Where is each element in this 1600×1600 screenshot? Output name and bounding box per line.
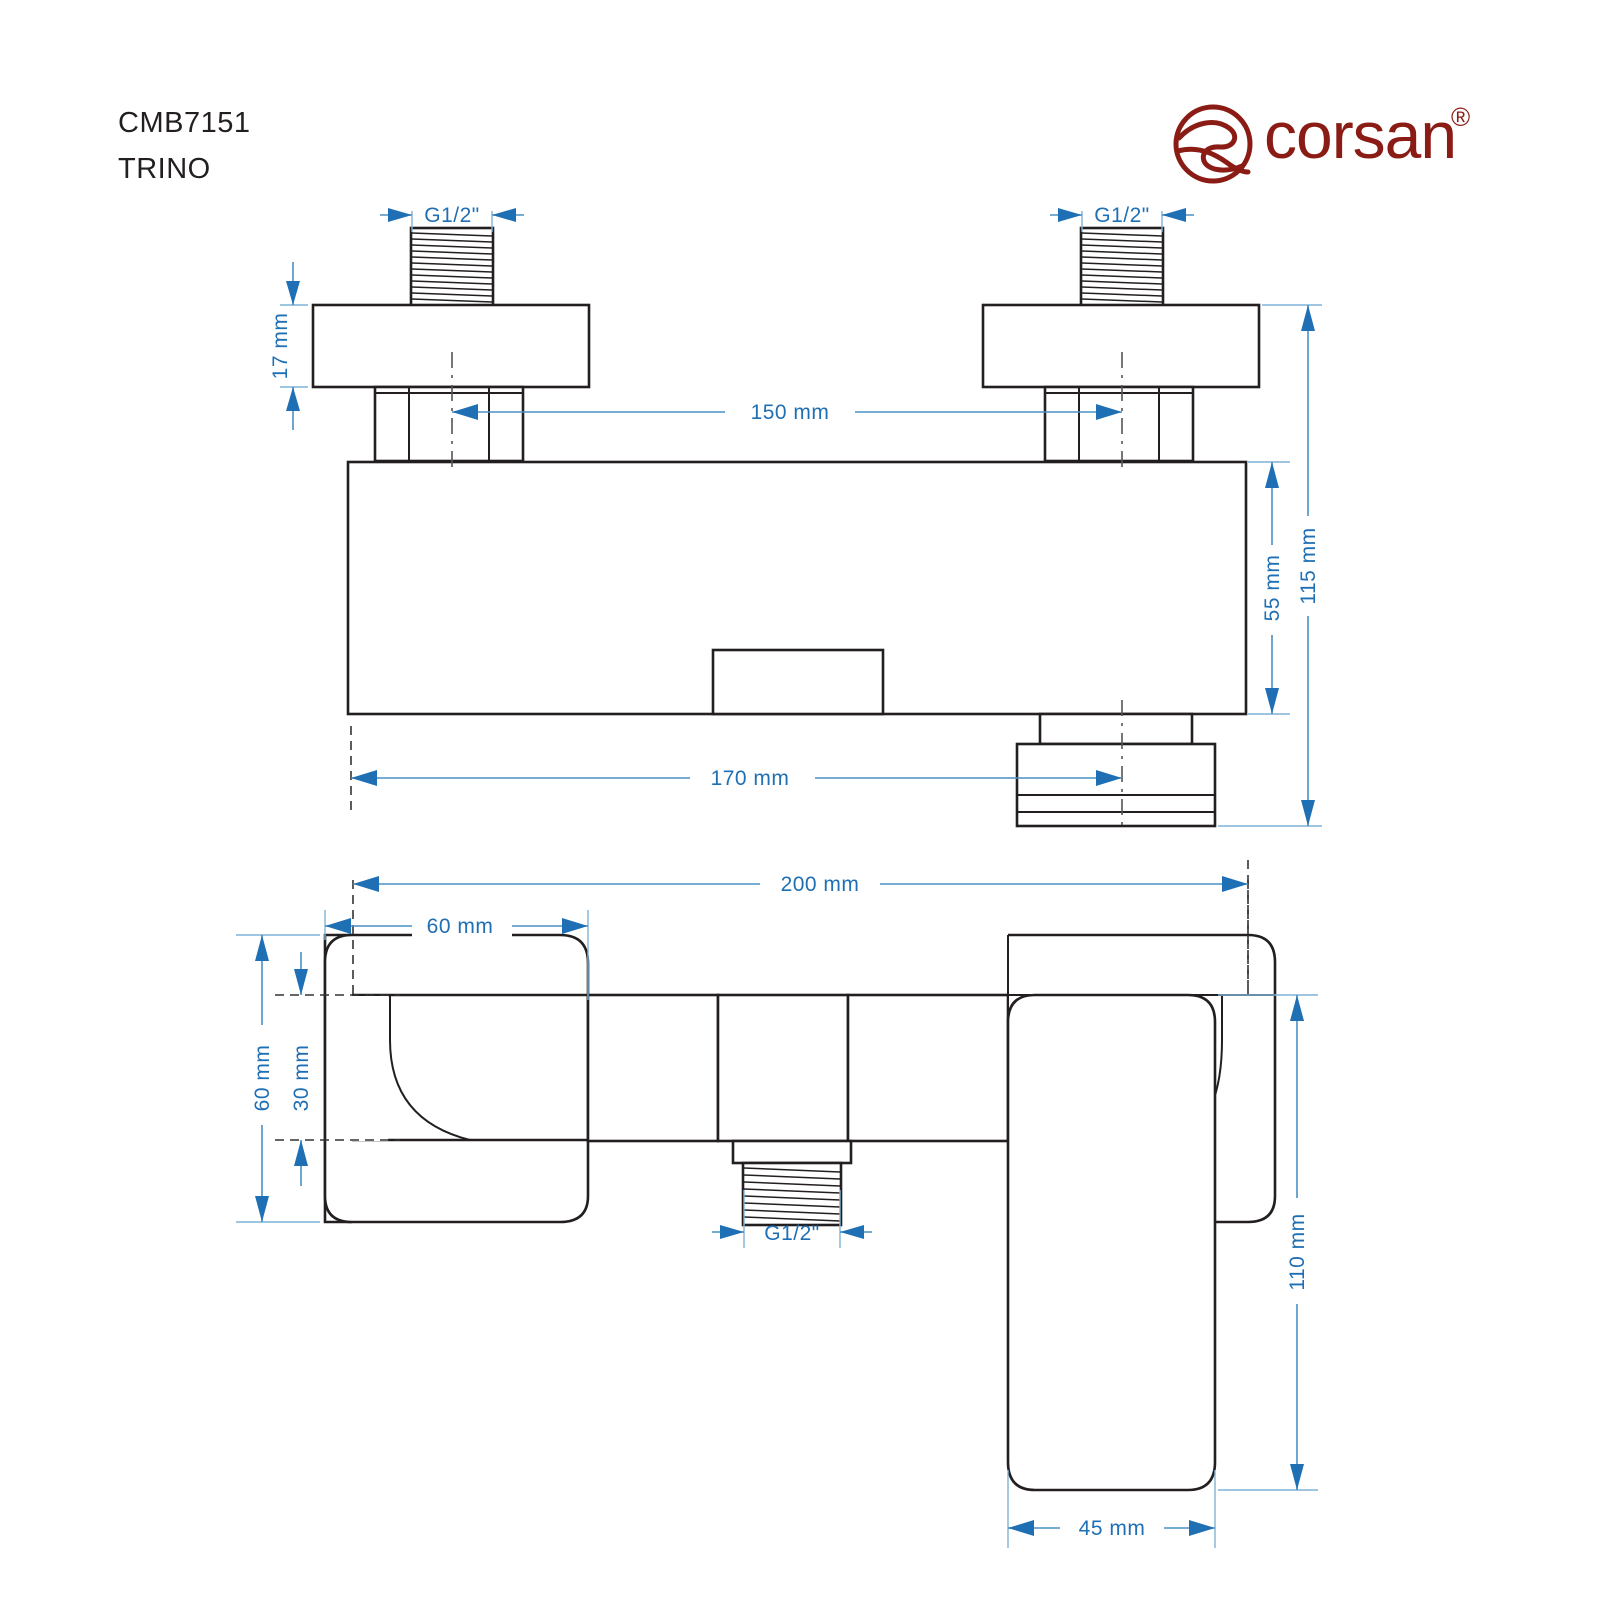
dim-label-g12-right: G1/2": [1094, 204, 1149, 227]
arrow-60v-down: [255, 1196, 269, 1222]
dim-label-g12-outlet: G1/2": [764, 1222, 819, 1245]
arrow-170-left: [351, 770, 377, 786]
arrow-115-up: [1301, 305, 1315, 331]
dim-outlet-thread: G1/2": [712, 1190, 872, 1248]
dim-total-width: 200 mm: [352, 868, 1249, 1000]
dim-escutcheon-depth: 60 mm: [236, 934, 320, 1223]
registered-trademark-symbol: ®: [1451, 102, 1471, 132]
arrow-200-right: [1222, 876, 1248, 892]
left-inlet-thread-hatching: [411, 232, 493, 303]
arrow-right-in-b: [1162, 208, 1186, 222]
arrow-17-down: [286, 281, 300, 305]
product-code-block: CMB7151 TRINO: [118, 100, 250, 192]
front-diverter-boss: [711, 648, 885, 716]
product-name: TRINO: [118, 153, 211, 185]
top-left-escutcheon-rounded-edge: [323, 933, 353, 1224]
dim-escutcheon-width: 60 mm: [324, 910, 589, 1000]
arrow-110-up: [1290, 995, 1304, 1021]
dim-60v-text-bg: [246, 1025, 278, 1125]
arrow-right-in-a: [1058, 208, 1082, 222]
dim-label-60mm-depth: 60 mm: [251, 1045, 274, 1112]
top-handle-lever: [1006, 993, 1217, 1492]
corsan-wave-emblem-icon: [1173, 104, 1253, 184]
arrow-170-right: [1096, 770, 1122, 786]
front-view-geometry: [311, 226, 1261, 832]
dim-110-text-bg: [1281, 1198, 1313, 1304]
dim-label-30mm: 30 mm: [290, 1045, 313, 1112]
arrow-55-down: [1265, 688, 1279, 714]
front-view-dimensions: G1/2" G1/2" 17 mm 150: [269, 204, 1324, 827]
dim-inlet-to-outlet: 170 mm: [350, 726, 1122, 812]
right-escutcheon-plate: [981, 303, 1261, 389]
top-outlet-thread: [741, 1161, 843, 1227]
top-center-block-3: [846, 993, 1010, 1143]
dim-handle-width: 45 mm: [1007, 1470, 1216, 1548]
left-escutcheon-plate: [311, 303, 591, 389]
dim-inlet-thread-right: G1/2": [1050, 204, 1194, 232]
dim-inlet-spacing: 150 mm: [452, 397, 1122, 427]
arrow-45-right: [1189, 1520, 1215, 1536]
dim-label-17mm: 17 mm: [269, 313, 292, 380]
arrow-60h-left: [325, 918, 351, 934]
top-center-block-2: [716, 993, 850, 1143]
dim-200-text-bg: [760, 868, 880, 900]
dim-label-170mm: 170 mm: [711, 767, 790, 790]
top-outlet-neck: [731, 1139, 853, 1165]
left-collar: [373, 385, 525, 463]
outlet-neck: [1038, 712, 1194, 746]
arrow-150-right: [1096, 404, 1122, 420]
top-view-dimensions: 200 mm 60 mm 60 mm: [236, 868, 1318, 1548]
right-inlet-thread-hatching: [1081, 232, 1163, 303]
dim-45-text-bg: [1060, 1512, 1164, 1544]
product-code: CMB7151: [118, 107, 251, 139]
arrow-right-in: [492, 208, 516, 222]
top-outlet-thread-hatching: [743, 1167, 841, 1222]
arrow-30-down: [294, 969, 308, 995]
corsan-wordmark: corsan: [1264, 98, 1457, 172]
dim-150-text-bg: [725, 397, 855, 427]
dim-170-text-bg: [690, 762, 815, 794]
top-left-arm-mask: [352, 995, 388, 1141]
arrow-30-up: [294, 1140, 308, 1166]
dim-55-text-bg: [1256, 545, 1288, 635]
arrow-60h-right: [562, 918, 588, 934]
dim-label-110mm: 110 mm: [1286, 1213, 1309, 1290]
arrow-150-left: [452, 404, 478, 420]
arrow-55-up: [1265, 462, 1279, 488]
dim-body-height: 55 mm: [1248, 461, 1290, 715]
dim-label-45mm: 45 mm: [1079, 1517, 1146, 1540]
arrow-17-up: [286, 387, 300, 411]
top-center-block-1: [586, 993, 720, 1143]
outlet-body: [1015, 742, 1217, 828]
right-collar: [1043, 385, 1195, 463]
arrow-left-in: [388, 208, 412, 222]
dim-60h-text-bg: [412, 910, 512, 942]
dim-label-115mm: 115 mm: [1297, 527, 1320, 604]
arrow-200-left: [353, 876, 379, 892]
dim-inlet-thread-left: G1/2": [380, 204, 524, 232]
dim-label-60mm-width: 60 mm: [427, 915, 494, 938]
dim-total-height: 115 mm: [1218, 304, 1324, 827]
dim-label-150mm: 150 mm: [751, 401, 830, 424]
dim-body-depth: 30 mm: [275, 952, 400, 1186]
dim-handle-length: 110 mm: [1218, 994, 1318, 1491]
arrow-60v-up: [255, 935, 269, 961]
arrow-g12-out-right: [840, 1225, 864, 1239]
top-left-arm-fillet: [389, 995, 590, 1141]
dim-escutcheon-height: 17 mm: [269, 262, 308, 430]
arrow-110-down: [1290, 1464, 1304, 1490]
top-view-geometry: [323, 860, 1277, 1492]
dim-115-text-bg: [1292, 516, 1324, 616]
arrow-45-left: [1008, 1520, 1034, 1536]
dim-label-55mm: 55 mm: [1261, 555, 1284, 622]
corsan-logo: corsan ®: [1168, 100, 1498, 190]
dim-label-200mm: 200 mm: [781, 873, 860, 896]
arrow-g12-out-left: [720, 1225, 744, 1239]
dim-label-g12-left: G1/2": [424, 204, 479, 227]
dim-30-text-bg: [286, 1025, 318, 1125]
arrow-115-down: [1301, 800, 1315, 826]
